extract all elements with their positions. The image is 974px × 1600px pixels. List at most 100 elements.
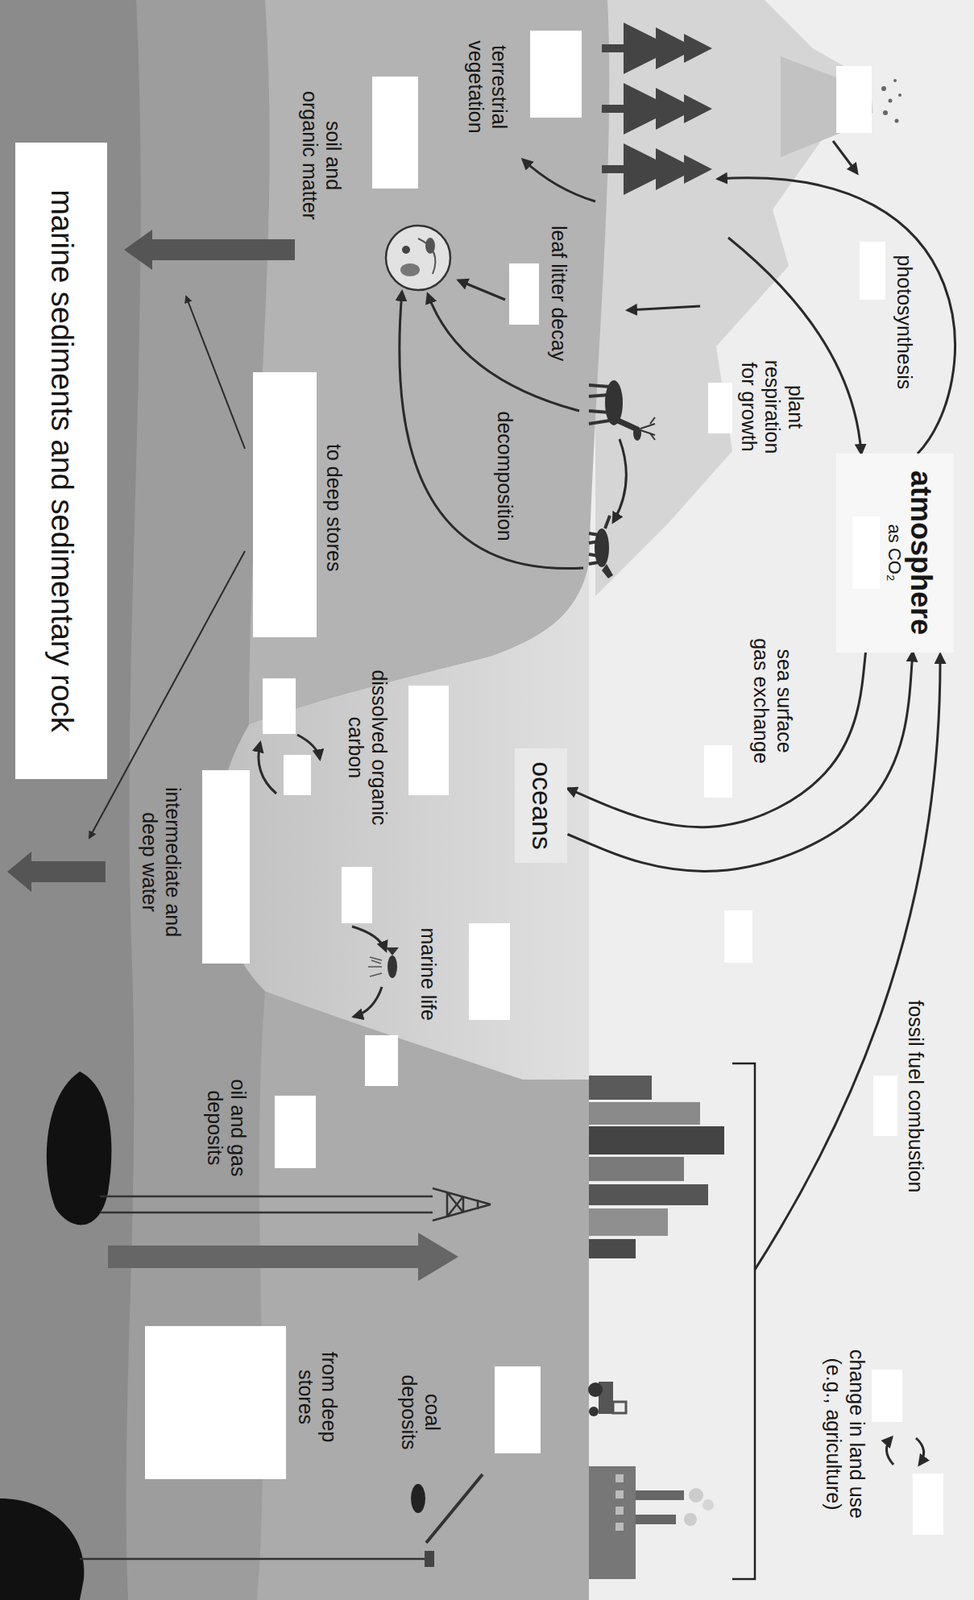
coal-mine: [410, 1483, 426, 1513]
diagram-label: leaf litter decay: [547, 225, 572, 361]
factory: [588, 1466, 714, 1580]
city-buildings: [588, 1075, 652, 1100]
node-subtext: as CO₂: [884, 524, 905, 582]
answer-box: [494, 1366, 541, 1454]
city-buildings: [588, 1075, 725, 1259]
diagram-label: soil and organic matter: [298, 87, 346, 224]
deer: [588, 410, 610, 413]
deer: [588, 420, 610, 424]
ocean-box: oceans: [515, 748, 568, 863]
city-buildings: [588, 1239, 636, 1259]
node-heading: oceans: [525, 761, 557, 850]
deer: [617, 420, 636, 429]
wolf: [605, 515, 610, 529]
answer-box: [364, 1035, 398, 1086]
answer-box: [530, 30, 582, 118]
answer-box: [145, 30, 944, 1535]
deer: [633, 426, 642, 441]
node-heading: marine sediments and sedimentary rock: [43, 189, 79, 733]
tractor: [613, 1401, 626, 1414]
volcano-ash: [882, 110, 888, 116]
flow-arrow: [458, 280, 506, 300]
decomposer-microbes: [385, 225, 451, 291]
flow-arrow: [352, 926, 386, 951]
diagram-label: photosynthesis: [893, 255, 917, 390]
flow-arrow: [89, 140, 955, 1465]
conifer-tree: [601, 143, 713, 195]
diagram-label: change in land use (e.g., agriculture): [822, 1333, 870, 1535]
decomposer-microbes: [400, 263, 420, 277]
answer-box: [145, 1326, 286, 1480]
deep-store-arrow: [418, 1232, 459, 1281]
wolf: [588, 515, 614, 579]
deer: [588, 385, 610, 387]
answer-box: [509, 263, 539, 325]
fish: [385, 947, 399, 956]
tractor: [588, 1406, 599, 1417]
diagram-label: plant respiration for growth: [737, 348, 808, 466]
answer-box: [724, 910, 753, 963]
diagram-label: decomposition: [493, 411, 518, 542]
pipe: [79, 1196, 433, 1559]
answer-box: [262, 678, 296, 734]
coal-mine: [426, 1474, 483, 1543]
fish: [387, 955, 398, 979]
factory: [688, 1487, 704, 1503]
factory: [635, 1490, 684, 1501]
wolf: [588, 554, 599, 556]
diagram-label: coal deposits: [397, 1367, 445, 1457]
oil-derrick: [432, 1188, 491, 1221]
answer-box: [341, 866, 373, 924]
flow-arrow: [567, 652, 913, 872]
wolf: [588, 541, 599, 543]
flow-arrow: [833, 140, 858, 174]
fish: [368, 957, 382, 977]
flow-arrow: [886, 1437, 894, 1465]
factory: [683, 1512, 697, 1526]
rock-stratum: [0, 0, 141, 1600]
atmosphere-box: atmosphereas CO₂: [836, 453, 954, 653]
answer-box: [274, 1095, 316, 1169]
flow-arrow: [613, 439, 626, 523]
answer-box: [852, 516, 880, 589]
flow-arrow: [353, 986, 382, 1017]
answer-box: [252, 372, 317, 638]
volcano-ash: [893, 78, 897, 83]
factory: [635, 1514, 676, 1525]
deep-store-arrow: [124, 229, 153, 270]
volcano-ash: [881, 86, 887, 92]
diagram-label: intermediate and deep water: [138, 779, 186, 945]
diagram-label: to deep stores: [323, 443, 347, 572]
node-heading: atmosphere: [904, 470, 938, 635]
answer-box: [468, 923, 510, 1020]
oil-derrick: [432, 1188, 491, 1221]
fish: [368, 947, 399, 979]
volcano-ash: [895, 119, 900, 124]
deep-store-arrow: [152, 239, 295, 261]
answer-box: [372, 76, 419, 189]
answer-box: [202, 770, 250, 964]
oil-deposit: [46, 1071, 112, 1225]
deep-store-arrow: [7, 851, 32, 892]
tractor: [588, 1382, 603, 1397]
factory: [588, 1466, 636, 1580]
pipe: [99, 1211, 433, 1215]
answer-box: [708, 382, 733, 434]
coal-mine: [410, 1474, 483, 1567]
volcano-ash: [898, 93, 902, 97]
pipe: [79, 1558, 427, 1561]
tractor: [588, 1381, 626, 1417]
diagram-label: oil and gas deposits: [203, 1073, 251, 1183]
wolf: [601, 563, 614, 579]
deer: [640, 417, 655, 440]
city-buildings: [588, 1208, 668, 1236]
city-buildings: [588, 1126, 725, 1155]
answer-box: [873, 1075, 898, 1136]
diagram-label: sea surface gas exchange: [750, 634, 797, 768]
volcano-ash: [888, 99, 893, 104]
flow-arrow: [522, 159, 596, 202]
pipe: [99, 1195, 433, 1198]
answer-box: [704, 745, 733, 798]
